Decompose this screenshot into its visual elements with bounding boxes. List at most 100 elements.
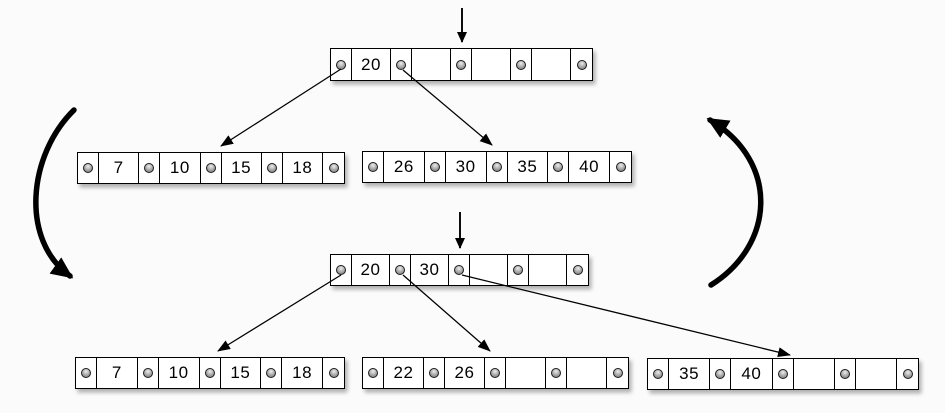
pointer-dot-icon bbox=[205, 163, 216, 173]
pointer-cell bbox=[648, 359, 669, 389]
child-pointer-arrow-after-left bbox=[217, 274, 342, 352]
pointer-dot-icon bbox=[81, 368, 91, 378]
pointer-dot-icon bbox=[572, 265, 583, 275]
pointer-dot-icon bbox=[328, 163, 339, 173]
pointer-cell bbox=[508, 255, 529, 285]
child-pointer-arrow-after-right bbox=[461, 274, 791, 358]
pointer-dot-icon bbox=[653, 369, 663, 379]
key-cell: 7 bbox=[97, 358, 138, 388]
key-cell bbox=[506, 358, 546, 388]
key-cell: 20 bbox=[352, 49, 391, 80]
pointer-cell bbox=[425, 152, 446, 182]
pointer-cell bbox=[449, 255, 470, 285]
child-pointer-arrow-after-middle bbox=[402, 274, 491, 352]
pointer-dot-icon bbox=[328, 368, 339, 378]
key-cell bbox=[856, 359, 897, 389]
transition-curved-arrow-up bbox=[706, 117, 764, 288]
btree-child-left-after: 7 10 15 18 bbox=[75, 357, 345, 389]
pointer-dot-icon bbox=[83, 163, 93, 173]
pointer-dot-icon bbox=[777, 369, 788, 379]
pointer-dot-icon bbox=[615, 162, 626, 172]
pointer-dot-icon bbox=[491, 162, 502, 172]
key-cell: 7 bbox=[99, 153, 140, 183]
pointer-cell bbox=[262, 153, 283, 183]
pointer-dot-icon bbox=[429, 368, 439, 378]
key-cell: 18 bbox=[282, 358, 323, 388]
key-cell bbox=[567, 358, 607, 388]
pointer-dot-icon bbox=[490, 368, 500, 378]
key-cell bbox=[529, 255, 567, 285]
pointer-dot-icon bbox=[454, 265, 464, 275]
pointer-dot-icon bbox=[336, 265, 346, 275]
pointer-cell bbox=[607, 358, 628, 388]
key-cell: 35 bbox=[508, 152, 549, 182]
pointer-cell bbox=[610, 152, 631, 182]
pointer-cell bbox=[511, 49, 532, 80]
pointer-dot-icon bbox=[368, 162, 378, 172]
key-cell: 40 bbox=[569, 152, 610, 182]
child-pointer-arrow-before-right bbox=[402, 69, 493, 146]
pointer-cell bbox=[323, 153, 344, 183]
pointer-cell bbox=[451, 49, 472, 80]
pointer-dot-icon bbox=[576, 59, 587, 70]
pointer-dot-icon bbox=[551, 368, 561, 378]
pointer-cell bbox=[390, 255, 411, 285]
key-cell bbox=[472, 49, 511, 80]
pointer-cell bbox=[363, 152, 384, 182]
pointer-dot-icon bbox=[456, 59, 466, 70]
pointer-cell bbox=[200, 358, 221, 388]
pointer-cell bbox=[571, 49, 592, 80]
pointer-cell bbox=[261, 358, 283, 388]
pointer-cell bbox=[363, 358, 384, 388]
pointer-cell bbox=[391, 49, 412, 80]
pointer-dot-icon bbox=[396, 59, 406, 70]
pointer-cell bbox=[487, 152, 508, 182]
key-cell: 10 bbox=[159, 358, 200, 388]
key-cell bbox=[470, 255, 508, 285]
pointer-cell bbox=[710, 359, 732, 389]
pointer-dot-icon bbox=[144, 163, 155, 173]
pointer-dot-icon bbox=[336, 59, 346, 70]
pointer-cell bbox=[138, 358, 159, 388]
key-cell: 26 bbox=[445, 358, 485, 388]
pointer-cell bbox=[548, 152, 570, 182]
key-cell: 26 bbox=[384, 152, 425, 182]
pointer-dot-icon bbox=[266, 368, 277, 378]
pointer-cell bbox=[546, 358, 567, 388]
key-cell: 20 bbox=[352, 255, 390, 285]
key-cell bbox=[794, 359, 835, 389]
key-cell: 40 bbox=[731, 359, 773, 389]
pointer-dot-icon bbox=[516, 59, 526, 70]
pointer-dot-icon bbox=[715, 369, 726, 379]
child-pointer-arrow-before-left bbox=[220, 68, 342, 147]
pointer-cell bbox=[835, 359, 856, 389]
pointer-cell bbox=[331, 255, 352, 285]
key-cell: 30 bbox=[411, 255, 449, 285]
key-cell: 22 bbox=[384, 358, 424, 388]
pointer-dot-icon bbox=[902, 369, 913, 379]
pointer-dot-icon bbox=[142, 368, 153, 378]
key-cell: 15 bbox=[221, 358, 262, 388]
pointer-cell bbox=[201, 153, 222, 183]
key-cell: 15 bbox=[222, 153, 262, 183]
key-cell: 30 bbox=[446, 152, 487, 182]
pointer-cell bbox=[323, 358, 344, 388]
pointer-cell bbox=[424, 358, 445, 388]
pointer-cell bbox=[897, 359, 918, 389]
pointer-cell bbox=[78, 153, 99, 183]
pointer-cell bbox=[331, 49, 352, 80]
btree-child-right-after: 35 40 bbox=[647, 358, 919, 390]
pointer-dot-icon bbox=[839, 369, 850, 379]
btree-root-before-split: 20 bbox=[330, 48, 593, 81]
transition-curved-arrow-down bbox=[33, 107, 77, 279]
pointer-dot-icon bbox=[429, 162, 440, 172]
pointer-cell bbox=[76, 358, 97, 388]
pointer-dot-icon bbox=[395, 265, 405, 275]
btree-child-middle-after: 22 26 bbox=[362, 357, 629, 389]
pointer-cell bbox=[567, 255, 588, 285]
pointer-dot-icon bbox=[612, 368, 623, 378]
key-cell: 35 bbox=[669, 359, 711, 389]
pointer-cell bbox=[139, 153, 161, 183]
